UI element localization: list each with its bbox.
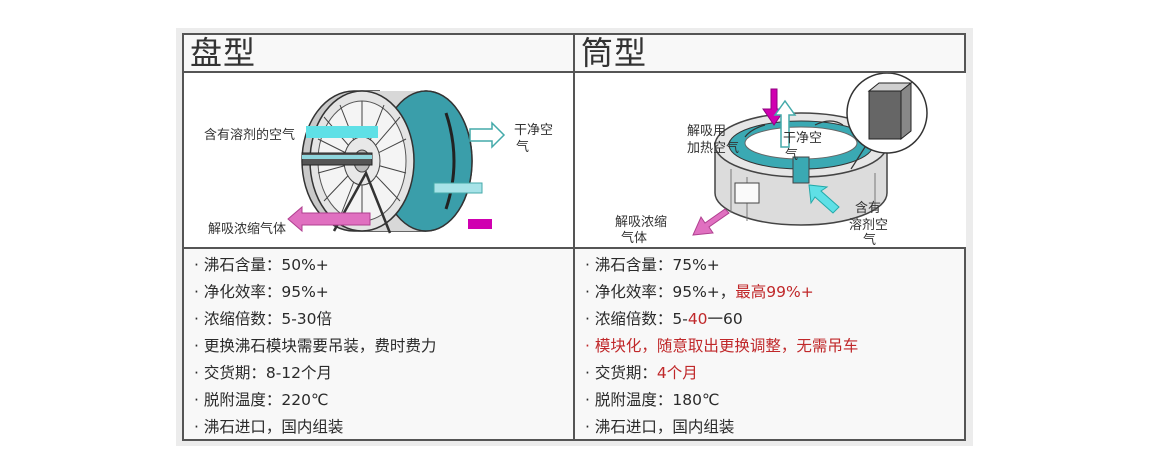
label-heated-air-2: 加热空气 bbox=[687, 141, 740, 156]
spec-item: · 沸石进口，国内组装 bbox=[585, 418, 735, 436]
heated-air-arrow bbox=[762, 88, 786, 126]
column-cylinder-type: 筒型 bbox=[573, 34, 966, 439]
label-desorb: 解吸浓缩气体 bbox=[208, 222, 287, 237]
label-inlet-2: 溶剂空 bbox=[849, 218, 889, 233]
clean-air-arrow bbox=[773, 99, 797, 148]
label-clean-air-2: 气 bbox=[785, 148, 799, 163]
spec-item: · 模块化，随意取出更换调整，无需吊车 bbox=[585, 337, 859, 355]
cylinder-rotor-drawing bbox=[692, 73, 928, 236]
heated-air-inlet bbox=[468, 219, 492, 229]
column-header: 盘型 bbox=[184, 34, 573, 73]
label-inlet: 含有溶剂的空气 bbox=[204, 128, 296, 143]
label-clean-air: 干净空 bbox=[783, 131, 823, 146]
label-inlet-3: 气 bbox=[863, 233, 877, 248]
spec-item: · 脱附温度：220℃ bbox=[194, 391, 329, 409]
desorb-arrow bbox=[287, 205, 371, 233]
label-inlet: 含有 bbox=[855, 201, 882, 216]
spec-item: · 沸石进口，国内组装 bbox=[194, 418, 344, 436]
spec-item: · 沸石含量：75%+ bbox=[585, 256, 720, 274]
comparison-table: 盘型 bbox=[182, 33, 966, 441]
label-clean-air-2: 气 bbox=[516, 140, 530, 155]
spec-item: · 更换沸石模块需要吊装，费时费力 bbox=[194, 337, 437, 355]
column-title-cylinder: 筒型 bbox=[581, 34, 648, 72]
spec-item: · 净化效率：95%+，最高99%+ bbox=[585, 283, 814, 301]
cylinder-rotor-illustration: 解吸用 加热空气 干净空 气 解吸浓缩 气体 含有 溶剂空 气 bbox=[575, 73, 966, 249]
module-detail bbox=[846, 73, 928, 170]
column-title-disc: 盘型 bbox=[190, 34, 257, 72]
clean-air-arrow bbox=[469, 121, 506, 149]
spec-item: · 浓缩倍数：5-40一60 bbox=[585, 310, 743, 328]
spec-item: · 交货期：4个月 bbox=[585, 364, 698, 382]
column-header: 筒型 bbox=[575, 34, 966, 73]
cylinder-housing bbox=[714, 112, 888, 226]
column-disc-type: 盘型 bbox=[184, 34, 573, 439]
inlet-arrow bbox=[808, 184, 840, 214]
disc-rotor-illustration: 含有溶剂的空气 干净空 气 解吸浓缩气体 bbox=[184, 73, 573, 249]
desorb-arrow bbox=[692, 208, 730, 236]
disc-rotor-drawing bbox=[287, 90, 506, 234]
spec-item: · 净化效率：95%+ bbox=[194, 283, 329, 301]
spec-item: · 沸石含量：50%+ bbox=[194, 256, 329, 274]
label-heated-air: 解吸用 bbox=[687, 124, 727, 139]
label-desorb-2: 气体 bbox=[621, 231, 648, 246]
label-desorb: 解吸浓缩 bbox=[615, 215, 668, 230]
spec-item: · 脱附温度：180℃ bbox=[585, 391, 720, 409]
label-clean-air: 干净空 bbox=[514, 123, 554, 138]
inlet-arrow bbox=[306, 126, 378, 138]
spec-item: · 交货期：8-12个月 bbox=[194, 364, 333, 382]
spec-item: · 浓缩倍数：5-30倍 bbox=[194, 310, 333, 328]
rotor-stand bbox=[332, 170, 392, 234]
